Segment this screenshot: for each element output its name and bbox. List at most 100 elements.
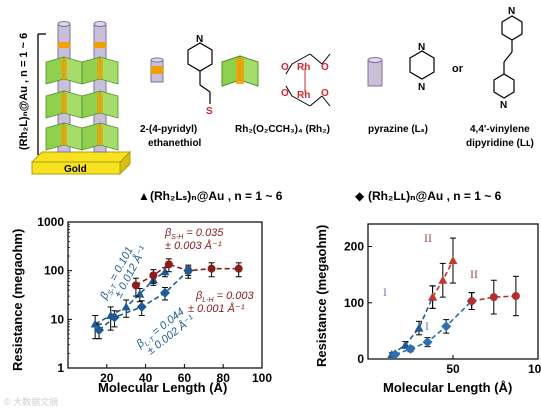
right-series-1-point [428,292,438,301]
left-x-tick-label: 20 [100,371,114,385]
right-x-tick-label: 100 [528,362,541,376]
left-series-2-point [136,301,147,312]
o-atom-1: O [281,62,289,73]
right-plot-title-marker: ◆ [355,189,365,203]
right-series-2-point [390,349,401,360]
left-series-2-point [109,312,120,323]
left-marks [90,258,243,340]
right-series-1-point [438,275,448,284]
left-series-1-point [207,264,216,273]
right-series-0-point [414,323,424,332]
left-y-axis-label: Resistance (megaohm) [10,229,25,371]
left-x-tick-label: 100 [252,371,272,385]
left-series-0-point [135,289,145,298]
column-rod-cap-1 [93,21,107,27]
stack-label: (Rh₂L)ₙ@Au , n = 1 ~ 6 [18,33,30,150]
pyridine-n: N [196,34,203,45]
watermark: © 大数据文摘 [4,396,58,407]
left-y-tick-label: 100 [44,264,64,278]
o-atom-3: O [281,88,289,99]
right-y-tick-label: 200 [344,240,364,254]
left-series-2-point [183,265,194,276]
schematic: (Rh₂L)ₙ@Au , n = 1 ~ 6 Gold N S 2-(4-pyr… [18,6,534,176]
left-series-1-point [149,271,158,280]
right-series-2-point [441,321,452,332]
left-ticks: 20 40 60 80 100 1 10 100 1000 [37,215,272,385]
left-plot-frame [67,221,263,369]
left-plot-title: (Rh₂Lₛ)ₙ@Au , n = 1 ~ 6 [150,189,283,203]
column-rod-cap-0 [57,21,71,27]
right-plot: ◆ (Rh₂Lʟ)ₙ@Au , n = 1 ~ 6 Resistance (me… [314,189,541,395]
left-y-tick-label: 10 [51,312,65,326]
paddlewheel-core-0-1 [61,93,67,113]
o-atom-4: O [321,88,329,99]
gold-substrate-front [31,161,121,175]
vinylene-label-line1: 4,4'-vinylene [470,124,530,135]
right-series-3-point [489,293,498,302]
right-series-1-point [448,256,458,265]
pyrazine-n-bottom: N [418,82,425,93]
column-thiol-0 [58,42,70,48]
paddlewheel-core-1-2 [97,125,103,145]
right-series-0-line [391,296,434,356]
beta-sh-annotation: βS-H = 0.035 ± 0.003 Å⁻¹ [164,227,227,252]
left-plot-title-marker: ▲ [138,189,150,203]
left-series-0-point [160,267,170,276]
right-y-tick-label: 100 [344,296,364,310]
linker-label-line2: ethanethiol [148,138,202,149]
linker-label-line1: 2-(4-pyridyl) [140,124,197,135]
pyrazine-structure [409,50,435,80]
right-x-axis-label: Molecular Length (Å) [383,380,512,395]
paddlewheel-core-0-2 [61,125,67,145]
left-x-tick-label: 80 [217,371,231,385]
rh2-icon [221,55,259,87]
right-series-3-point [511,292,520,300]
right-x-tick-label: 50 [446,362,460,376]
left-y-tick-label: 1000 [37,215,64,229]
vinylene-n-bottom: N [500,100,507,111]
right-plot-title: (Rh₂Lʟ)ₙ@Au , n = 1 ~ 6 [368,189,502,203]
gold-label: Gold [64,164,87,175]
right-series-3-point [467,297,476,306]
left-series-1-point [131,281,140,290]
region-label-II-upper: II [424,231,432,245]
gold-substrate-top [30,151,132,163]
vinylene-label-line2: dipyridine (Lʟ) [466,138,534,149]
pyrazine-label: pyrazine (Lₛ) [368,124,428,135]
rh2-label: Rh₂(O₂CCH₃)₄ (Rh₂) [235,124,330,135]
or-label: or [452,63,464,75]
left-x-axis-label: Molecular Length (Å) [98,380,227,395]
left-series-2-point [160,287,170,298]
pyrazine-n-top: N [418,42,425,53]
left-plot: ▲ (Rh₂Lₛ)ₙ@Au , n = 1 ~ 6 Resistance (me… [10,189,283,395]
paddlewheel-core-1-1 [97,93,103,113]
stacked-columns [45,21,119,153]
thiol-s: S [206,106,213,117]
right-y-axis-label: Resistance (megaohm) [314,225,329,367]
left-y-tick-label: 1 [57,361,64,375]
region-label-I-upper: I [383,285,387,299]
linker-icon [150,57,164,83]
paddlewheel-core-0-0 [61,59,67,79]
right-marks [387,237,520,360]
vinylene-structure [493,15,523,99]
left-series-2-point [94,325,105,336]
left-series-1-point [164,260,173,269]
rh2-structure [285,53,331,107]
right-series-2-point [405,343,416,354]
left-series-1-point [234,264,243,273]
left-x-tick-label: 40 [139,371,153,385]
column-thiol-1 [94,42,106,48]
region-label-I-lower: I [425,319,429,333]
rh-atom-bottom: Rh [297,90,310,101]
right-y-tick-label: 0 [357,352,364,366]
beta-lh-annotation: βL-H = 0.003 ± 0.001 Å⁻¹ [188,290,257,315]
pyrazine-icon [367,57,383,87]
vinylene-n-top: N [508,6,515,17]
right-ticks: 50 100 0 100 200 [344,240,541,377]
region-label-II-lower: II [470,267,478,281]
o-atom-2: O [321,62,329,73]
right-series-2-point [422,337,433,348]
left-x-tick-label: 60 [178,371,192,385]
